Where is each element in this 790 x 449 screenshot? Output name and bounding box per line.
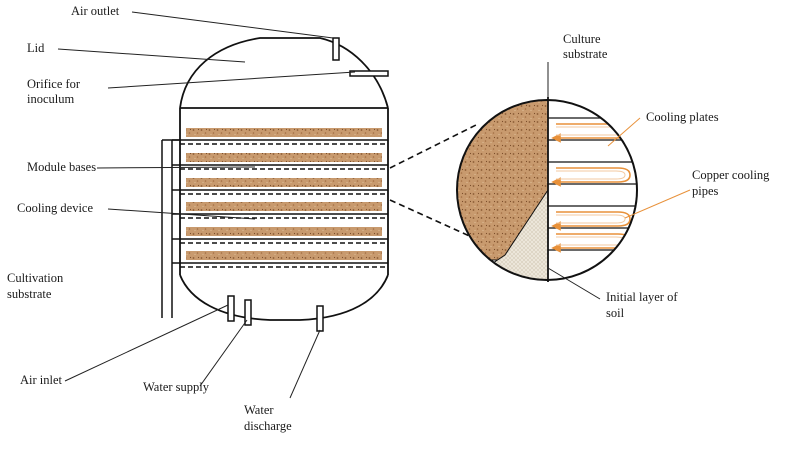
label-cultivation-line1: Cultivation [7,271,64,285]
label-module-bases: Module bases [27,160,97,174]
substrate-tray [186,178,382,187]
substrate-trays [172,128,388,268]
label-cooling-plates: Cooling plates [646,110,719,124]
label-cultivation-line2: substrate [7,287,52,301]
orifice-pipe [349,70,389,77]
air-outlet-pipe [332,37,340,61]
label-orifice-line2: inoculum [27,92,75,106]
label-culture-line2: substrate [563,47,608,61]
label-air-inlet: Air inlet [20,373,63,387]
label-water-discharge-line1: Water [244,403,274,417]
copper-pipe-inner [556,214,626,224]
label-air-outlet: Air outlet [71,4,120,18]
substrate-tray [186,202,382,211]
water-supply-pipe [244,299,252,326]
leader-lines [57,11,691,399]
label-cooling-device: Cooling device [17,201,94,215]
substrate-tray [186,251,382,260]
copper-pipe [551,167,631,187]
substrate-tray [186,128,382,137]
substrate-tray [186,227,382,236]
label-copper-line2: pipes [692,184,719,198]
label-culture-line1: Culture [563,32,601,46]
label-water-supply: Water supply [143,380,209,394]
zoom-line-top [389,123,479,169]
label-lid: Lid [27,41,45,55]
label-soil-line2: soil [606,306,625,320]
copper-pipe [551,211,631,231]
substrate-tray [186,153,382,162]
vessel-bottom [179,274,389,321]
magnified-detail [456,97,638,282]
copper-pipe-inner [556,170,626,180]
water-discharge-pipe [316,305,324,332]
label-orifice-line1: Orifice for [27,77,81,91]
air-inlet-pipe [227,295,235,322]
label-copper-line1: Copper cooling [692,168,770,182]
detail-circle [456,99,638,281]
label-water-discharge-line2: discharge [244,419,292,433]
label-soil-line1: Initial layer of [606,290,678,304]
cooling-column [161,139,180,318]
